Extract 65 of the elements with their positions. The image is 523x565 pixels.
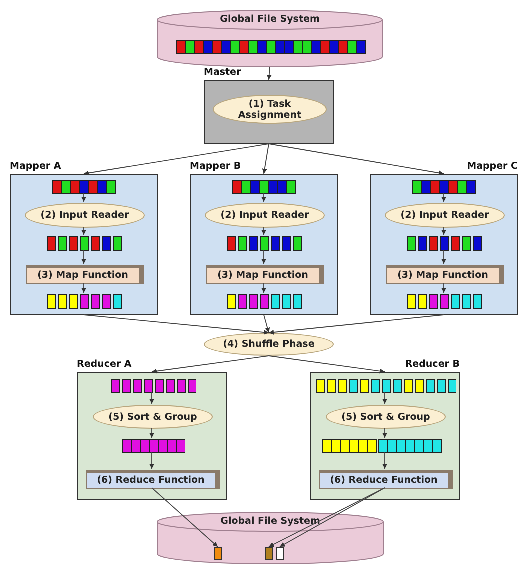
arrow bbox=[268, 356, 386, 374]
cylinder-label: Global File System bbox=[219, 14, 321, 25]
storage-cylinder bbox=[157, 512, 384, 564]
arrow bbox=[262, 250, 266, 264]
arrow bbox=[442, 282, 446, 294]
arrow bbox=[268, 314, 444, 335]
panel-heading: Mapper A bbox=[10, 161, 62, 173]
arrow bbox=[152, 356, 270, 374]
record-strip bbox=[110, 379, 196, 393]
process-pill: (2) Input Reader bbox=[25, 203, 145, 228]
arrow bbox=[262, 192, 266, 202]
record-strip bbox=[412, 180, 478, 194]
arrow bbox=[84, 314, 270, 335]
arrow bbox=[382, 392, 388, 404]
cylinder-label: Global File System bbox=[220, 516, 322, 527]
function-block: (3) Map Function bbox=[26, 265, 144, 284]
record-strip bbox=[407, 236, 483, 251]
record-strip bbox=[122, 439, 184, 453]
process-pill: (5) Sort & Group bbox=[326, 405, 446, 429]
output-record bbox=[214, 547, 222, 560]
arrow bbox=[150, 428, 154, 438]
function-block: (3) Map Function bbox=[386, 265, 504, 284]
arrow bbox=[150, 392, 154, 404]
record-strip bbox=[232, 180, 298, 194]
output-record bbox=[265, 547, 273, 560]
function-block: (6) Reduce Function bbox=[86, 470, 220, 489]
record-strip bbox=[47, 236, 123, 251]
panel-heading: Mapper B bbox=[190, 161, 242, 173]
arrow bbox=[262, 144, 270, 174]
arrow bbox=[268, 144, 444, 176]
record-strip bbox=[316, 379, 456, 393]
arrow bbox=[82, 282, 86, 294]
arrow bbox=[150, 452, 154, 470]
record-strip bbox=[407, 294, 483, 309]
record-strip bbox=[52, 180, 118, 194]
record-strip bbox=[227, 294, 303, 309]
panel-heading: Reducer A bbox=[77, 359, 132, 371]
arrow bbox=[84, 144, 270, 176]
panel-heading: Master bbox=[204, 67, 242, 79]
panel-heading: Reducer B bbox=[405, 359, 460, 371]
arrow bbox=[382, 452, 388, 470]
output-record bbox=[276, 547, 284, 560]
process-pill: (2) Input Reader bbox=[205, 203, 325, 228]
arrow bbox=[262, 226, 266, 236]
arrow bbox=[152, 488, 218, 548]
arrow bbox=[442, 250, 446, 264]
function-block: (3) Map Function bbox=[206, 265, 324, 284]
process-pill: (2) Input Reader bbox=[385, 203, 505, 228]
arrow bbox=[266, 66, 272, 80]
function-block: (6) Reduce Function bbox=[319, 470, 453, 489]
arrow bbox=[82, 250, 86, 264]
arrow bbox=[82, 226, 86, 236]
record-strip bbox=[47, 294, 123, 309]
storage-cylinder bbox=[157, 10, 383, 67]
process-pill: (5) Sort & Group bbox=[93, 405, 213, 429]
arrow bbox=[264, 314, 270, 334]
arrow bbox=[442, 192, 446, 202]
process-pill: (1) Task Assignment bbox=[213, 95, 327, 124]
arrow bbox=[82, 192, 86, 202]
arrow bbox=[262, 282, 266, 294]
record-strip bbox=[227, 236, 303, 251]
arrow bbox=[382, 428, 388, 438]
process-pill: (4) Shuffle Phase bbox=[204, 333, 334, 356]
arrow bbox=[442, 226, 446, 236]
panel-heading: Mapper C bbox=[467, 161, 518, 173]
